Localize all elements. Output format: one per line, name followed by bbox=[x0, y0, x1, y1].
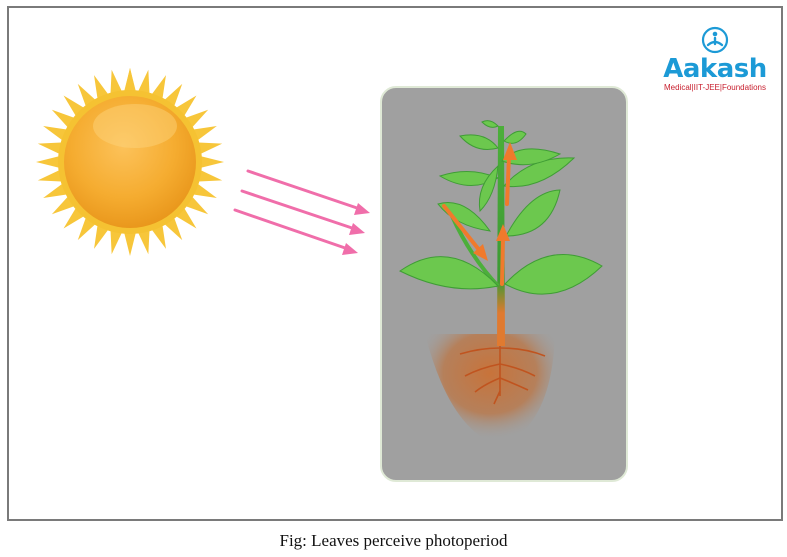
light-rays bbox=[233, 169, 370, 255]
sun-icon bbox=[36, 68, 224, 256]
figure-caption: Fig: Leaves perceive photoperiod bbox=[279, 531, 508, 550]
plant-icon bbox=[399, 120, 603, 446]
aakash-emblem-icon bbox=[701, 26, 729, 54]
aakash-logo: Aakash Medical|IIT-JEE|Foundations bbox=[655, 26, 775, 92]
logo-name: Aakash bbox=[663, 54, 767, 84]
plant-panel bbox=[380, 86, 628, 482]
logo-tagline: Medical|IIT-JEE|Foundations bbox=[664, 83, 766, 92]
